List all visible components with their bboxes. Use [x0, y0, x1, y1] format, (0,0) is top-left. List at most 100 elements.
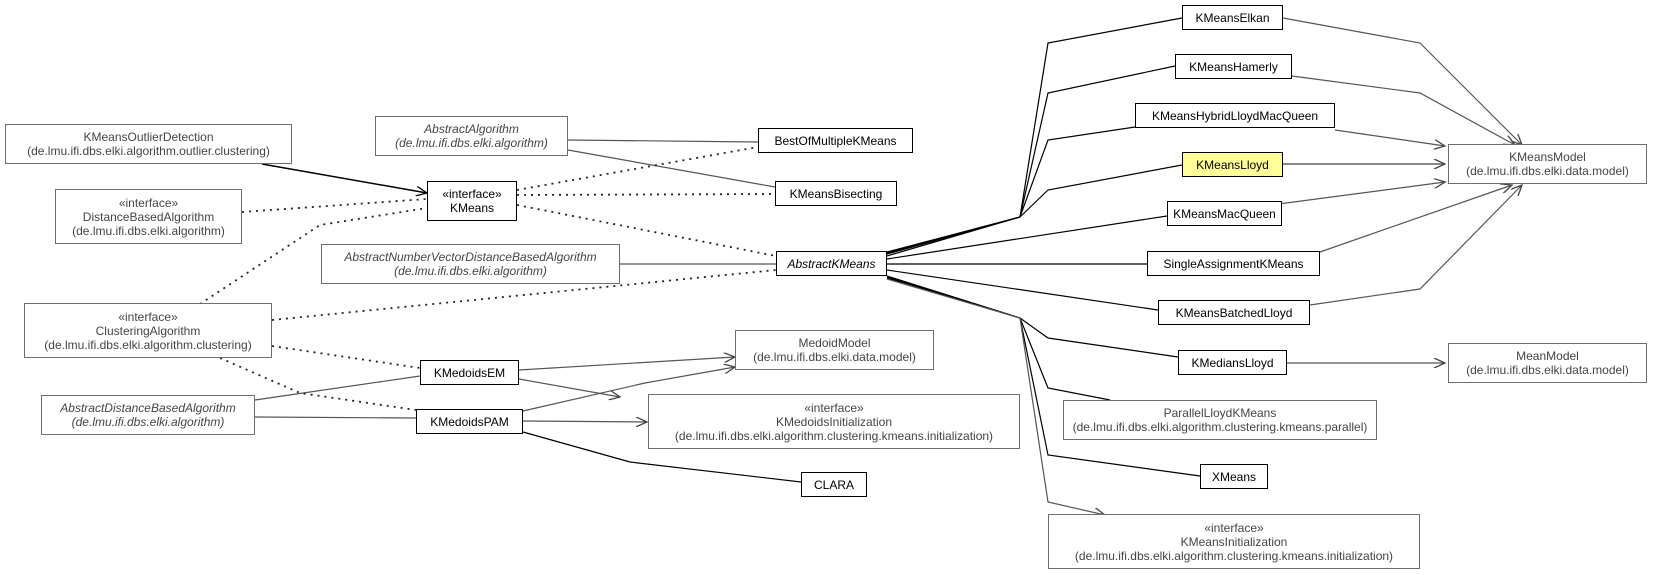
node-xmeans[interactable]: XMeans: [1200, 464, 1268, 489]
node-abstract-nv-distance-based-algorithm[interactable]: AbstractNumberVectorDistanceBasedAlgorit…: [321, 244, 620, 284]
node-kmeans-interface[interactable]: «interface» KMeans: [427, 181, 517, 221]
edge-akm-hybrid: [886, 126, 1136, 255]
node-title: CLARA: [813, 477, 854, 492]
node-kmedians-lloyd[interactable]: KMediansLloyd: [1178, 350, 1287, 375]
node-kmedoids-pam[interactable]: KMedoidsPAM: [416, 409, 523, 434]
node-parallel-lloyd-kmeans[interactable]: ParallelLloydKMeans (de.lmu.ifi.dbs.elki…: [1063, 400, 1377, 440]
node-title: KMedoidsPAM: [430, 414, 509, 429]
node-package: (de.lmu.ifi.dbs.elki.data.model): [753, 350, 916, 364]
node-title: KMeansBatchedLloyd: [1175, 305, 1293, 320]
node-title: MedoidModel: [798, 336, 871, 350]
node-stereotype: «interface»: [442, 187, 502, 201]
edge-kmeans-abstractkmeans: [516, 204, 777, 257]
node-package: (de.lmu.ifi.dbs.elki.algorithm): [394, 264, 547, 278]
node-abstract-distance-based-algorithm[interactable]: AbstractDistanceBasedAlgorithm (de.lmu.i…: [41, 395, 255, 435]
edge-abstractalgorithm-bisecting: [567, 149, 776, 188]
node-mean-model[interactable]: MeanModel (de.lmu.ifi.dbs.elki.data.mode…: [1448, 343, 1647, 383]
node-package: (de.lmu.ifi.dbs.elki.algorithm.clusterin…: [1072, 420, 1368, 434]
edge-akm-kmeansinit: [886, 278, 1105, 515]
node-title: BestOfMultipleKMeans: [774, 133, 897, 148]
node-kmeans-outlier-detection[interactable]: KMeansOutlierDetection (de.lmu.ifi.dbs.e…: [5, 124, 292, 164]
node-abstract-algorithm[interactable]: AbstractAlgorithm (de.lmu.ifi.dbs.elki.a…: [375, 116, 568, 156]
node-title: AbstractAlgorithm: [424, 122, 519, 136]
node-package: (de.lmu.ifi.dbs.elki.algorithm): [395, 136, 548, 150]
node-title: KMeansElkan: [1195, 10, 1270, 25]
node-title: DistanceBasedAlgorithm: [82, 209, 215, 224]
edge-batched-kmeansmodel: [1309, 185, 1522, 306]
edge-abstractalgorithm-bestofmultiple: [567, 139, 759, 143]
edge-kmedoidspam-medoidmodel: [522, 367, 735, 412]
node-kmeans-lloyd[interactable]: KMeansLloyd: [1182, 152, 1283, 177]
node-package: (de.lmu.ifi.dbs.elki.algorithm.clusterin…: [44, 337, 252, 352]
edge-clustering-kmedoidsem: [271, 345, 421, 369]
node-stereotype: «interface»: [1204, 520, 1264, 535]
node-best-of-multiple-kmeans[interactable]: BestOfMultipleKMeans: [758, 128, 913, 153]
node-stereotype: «interface»: [118, 309, 178, 324]
node-kmedoids-em[interactable]: KMedoidsEM: [420, 360, 519, 385]
edge-clustering-abstractkmeans: [271, 269, 777, 321]
node-clara[interactable]: CLARA: [801, 472, 867, 497]
node-title: KMeansModel: [1509, 150, 1586, 164]
node-stereotype: «interface»: [118, 195, 179, 210]
node-title: ParallelLloydKMeans: [1163, 406, 1277, 420]
node-title: AbstractDistanceBasedAlgorithm: [60, 401, 236, 415]
edge-akm-batched: [886, 269, 1159, 311]
edge-single-kmeansmodel: [1319, 185, 1512, 253]
node-title: KMeansLloyd: [1196, 157, 1269, 172]
node-kmeans-hamerly[interactable]: KMeansHamerly: [1175, 54, 1292, 79]
node-package: (de.lmu.ifi.dbs.elki.data.model): [1466, 164, 1629, 178]
node-title: MeanModel: [1516, 349, 1579, 363]
node-title: KMediansLloyd: [1191, 355, 1274, 370]
node-package: (de.lmu.ifi.dbs.elki.algorithm.clusterin…: [1074, 548, 1394, 563]
node-title: AbstractNumberVectorDistanceBasedAlgorit…: [344, 250, 597, 264]
node-title: KMeansOutlierDetection: [83, 130, 214, 144]
node-package: (de.lmu.ifi.dbs.elki.algorithm): [71, 415, 225, 429]
node-title: SingleAssignmentKMeans: [1163, 256, 1304, 271]
node-package: (de.lmu.ifi.dbs.elki.data.model): [1466, 363, 1629, 377]
node-single-assignment-kmeans[interactable]: SingleAssignmentKMeans: [1147, 251, 1320, 276]
node-title: XMeans: [1211, 469, 1257, 484]
node-title: KMeansHamerly: [1189, 59, 1278, 74]
node-abstract-kmeans[interactable]: AbstractKMeans: [776, 251, 887, 276]
edge-adba-kmedoidspam: [254, 416, 417, 419]
node-package: (de.lmu.ifi.dbs.elki.algorithm.outlier.c…: [27, 144, 270, 158]
edge-hamerly-kmeansmodel: [1291, 75, 1515, 145]
node-title: KMeans: [449, 201, 495, 215]
edge-kmedoidsem-init: [518, 378, 620, 397]
node-kmeans-bisecting[interactable]: KMeansBisecting: [775, 181, 897, 206]
node-title: AbstractKMeans: [787, 256, 876, 271]
node-kmeans-batched-lloyd[interactable]: KMeansBatchedLloyd: [1158, 300, 1310, 325]
edge-kmeans-bisecting: [516, 193, 776, 196]
edge-clustering-kmedoidspam: [219, 357, 417, 411]
node-title: KMeansHybridLloydMacQueen: [1151, 108, 1319, 123]
node-title: KMeansMacQueen: [1173, 206, 1276, 221]
node-kmedoids-initialization[interactable]: «interface» KMedoidsInitialization (de.l…: [648, 394, 1020, 449]
node-package: (de.lmu.ifi.dbs.elki.algorithm): [72, 223, 225, 238]
edge-kmeans-bestofmultiple: [516, 146, 759, 191]
node-kmeans-model[interactable]: KMeansModel (de.lmu.ifi.dbs.elki.data.mo…: [1448, 144, 1647, 184]
node-package: (de.lmu.ifi.dbs.elki.algorithm.clusterin…: [674, 428, 994, 443]
node-kmeans-hybrid-lloyd-macqueen[interactable]: KMeansHybridLloydMacQueen: [1135, 103, 1335, 128]
node-kmeans-macqueen[interactable]: KMeansMacQueen: [1167, 201, 1282, 226]
edge-elkan-kmeansmodel: [1282, 17, 1522, 145]
edge-hybrid-kmeansmodel: [1334, 129, 1445, 146]
node-kmeans-initialization[interactable]: «interface» KMeansInitialization (de.lmu…: [1048, 514, 1420, 569]
edge-kmedoidspam-init: [522, 421, 647, 422]
node-stereotype: «interface»: [804, 400, 864, 415]
node-title: KMedoidsEM: [433, 365, 506, 380]
edge-adba-kmedoidsem: [254, 375, 421, 401]
node-distance-based-algorithm[interactable]: «interface» DistanceBasedAlgorithm (de.l…: [55, 189, 242, 244]
edge-kmedoidspam-clara: [522, 431, 802, 483]
node-kmeans-elkan[interactable]: KMeansElkan: [1182, 5, 1283, 30]
node-medoid-model[interactable]: MedoidModel (de.lmu.ifi.dbs.elki.data.mo…: [735, 330, 934, 370]
node-title: ClusteringAlgorithm: [95, 323, 201, 338]
edge-akm-hamerly: [886, 65, 1176, 254]
edge-akm-elkan: [886, 17, 1183, 253]
edge-macqueen-kmeansmodel: [1270, 182, 1445, 206]
node-title: KMedoidsInitialization: [775, 414, 893, 429]
node-clustering-algorithm[interactable]: «interface» ClusteringAlgorithm (de.lmu.…: [24, 303, 272, 358]
edge-outlier-kmeans: [261, 163, 427, 193]
edge-akm-lloyd: [886, 164, 1183, 257]
edge-kmedoidsem-medoidmodel: [518, 357, 735, 371]
